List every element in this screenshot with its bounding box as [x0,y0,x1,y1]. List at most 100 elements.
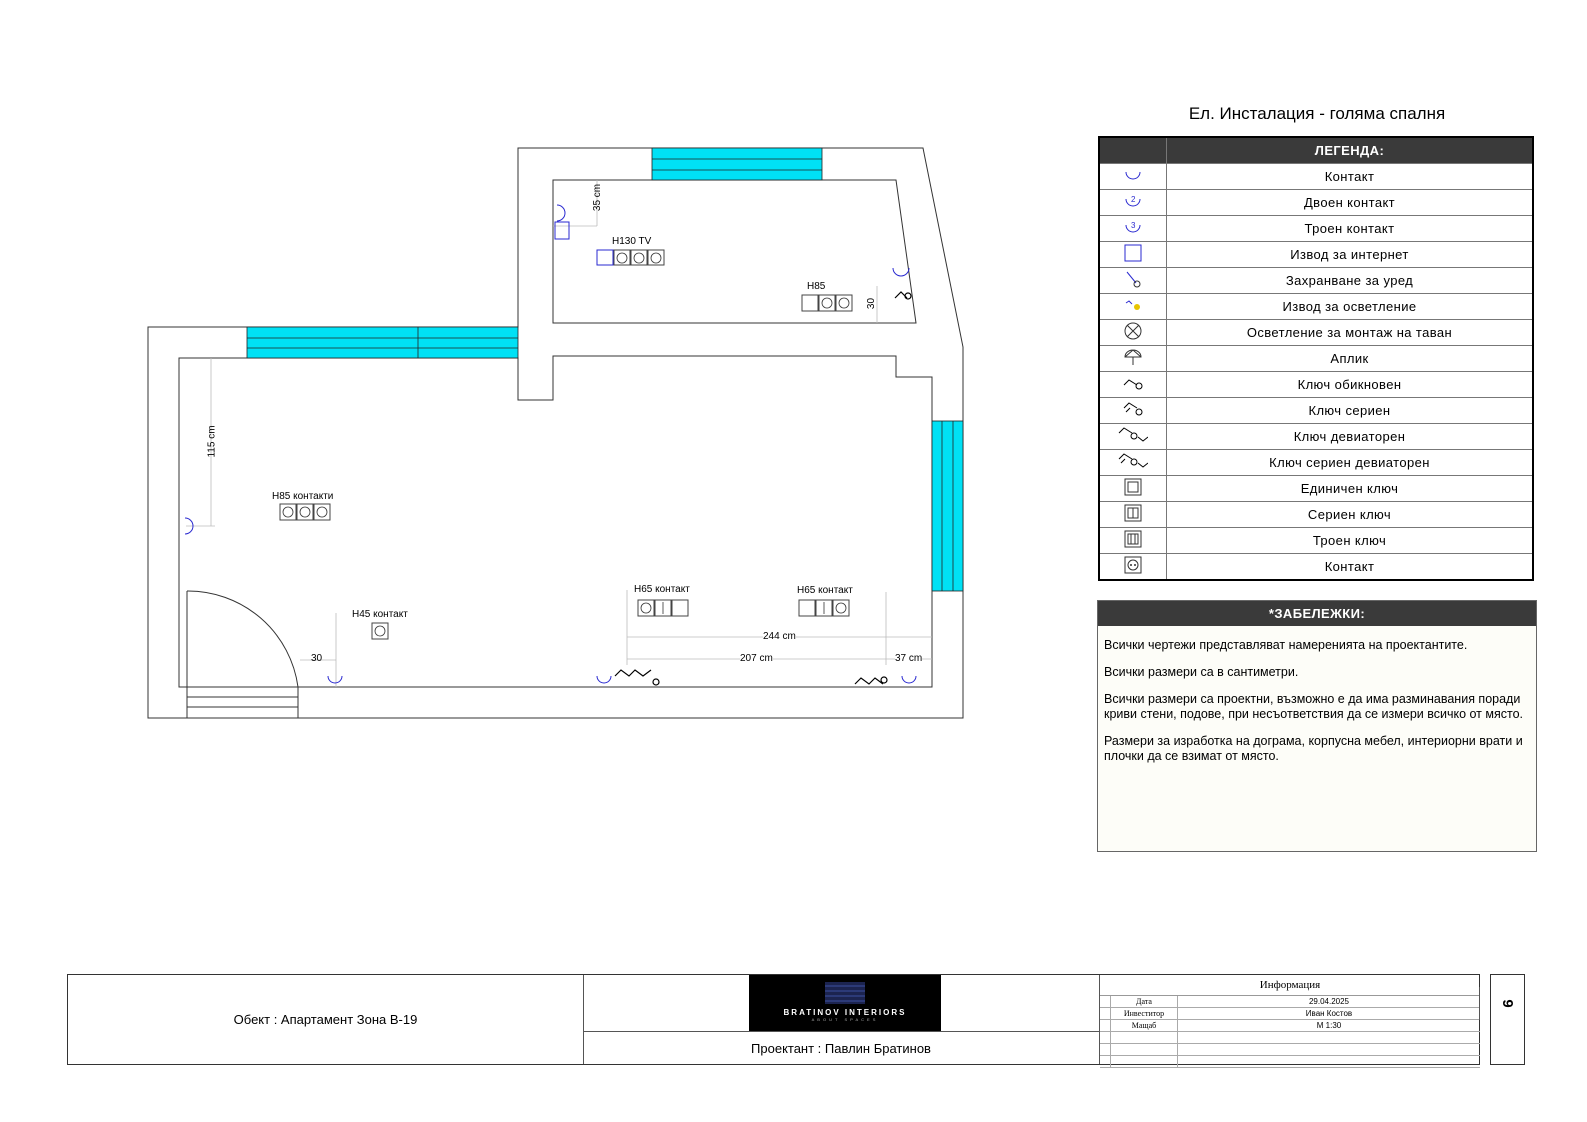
triple-switch-icon [1098,527,1167,554]
info-empty [1111,1044,1178,1055]
info-empty [1111,1056,1178,1067]
legend-row: Контакт [1098,553,1534,581]
legend-row: Извод за осветление [1098,293,1534,320]
window-left [246,326,519,359]
label-h65-right: H65 контакт [797,585,853,596]
note: Всички размери са проектни, възможно е д… [1104,692,1524,721]
legend-row: Аплик [1098,345,1534,372]
two-way-switch-icon [1098,423,1167,450]
serial-switch-icon [1098,397,1167,424]
info-value: 29.04.2025 [1308,997,1350,1006]
socket-icon [901,675,917,684]
dim-115: 115 cm [206,425,218,458]
door [186,590,299,718]
legend-row: Ключ обикновен [1098,371,1534,398]
legend-row: Извод за интернет [1098,241,1534,268]
legend-row: Ключ сериен [1098,397,1534,424]
serial-two-way-switch-icon [854,677,884,685]
legend-row: Контакт [1098,163,1534,190]
serial-two-way-switch-icon [1098,449,1167,476]
svg-text:2: 2 [1131,195,1136,204]
legend-row: Захранване за уред [1098,267,1534,294]
svg-text:3: 3 [1131,221,1136,230]
info-empty [1178,1056,1480,1067]
double-switch-icon [1098,501,1167,528]
note: Всички размери са в сантиметри. [1104,665,1299,679]
legend-row: Сериен ключ [1098,501,1534,528]
notes-panel: *ЗАБЕЛЕЖКИ: Всички чертежи представляват… [1097,600,1537,852]
legend-row: Единичен ключ [1098,475,1534,502]
info-row: Мащаб М 1:30 [1100,1020,1480,1032]
legend-label: Аплик [1166,345,1534,372]
legend-label: Ключ девиаторен [1166,423,1534,450]
page-number-box: 9 [1479,974,1536,1065]
info-label: Инвеститор [1111,1008,1178,1019]
dim-35: 35 cm [592,183,604,212]
legend-label: Ключ сериен девиаторен [1166,449,1534,476]
legend-label: Сериен ключ [1166,501,1534,528]
serial-two-way-switch-icon [614,669,652,677]
window-right [931,420,964,592]
legend-row: Троен ключ [1098,527,1534,554]
single-switch-icon [1098,475,1167,502]
dim-37: 37 cm [895,653,923,664]
info-label: Мащаб [1111,1020,1178,1031]
window-top [651,147,823,181]
legend-label: Контакт [1166,553,1534,581]
info-row: Инвеститор Иван Костов [1100,1008,1480,1020]
double-socket-icon [892,267,910,277]
notes-header: *ЗАБЕЛЕЖКИ: [1098,601,1536,626]
legend-label: Осветление за монтаж на таван [1166,319,1534,346]
legend-label: Захранване за уред [1166,267,1534,294]
dim-244: 244 cm [763,631,796,642]
wall-light-icon [1098,345,1167,372]
info-row [1100,1044,1480,1056]
legend-label: Извод за интернет [1166,241,1534,268]
inner-wall-upper [552,179,917,324]
socket-icon [327,675,343,684]
info-label: Дата [1111,996,1178,1007]
inner-wall-main [178,355,933,688]
info-row [1100,1056,1480,1068]
logo-name: BRATINOV INTERIORS [783,1008,907,1017]
page-number: 9 [1479,987,1536,1020]
appliance-power-icon [1098,267,1167,294]
info-row [1100,1032,1480,1044]
socket-icon [1098,163,1167,190]
socket-box-icon [1098,553,1167,581]
dim-30-left: 30 [311,653,323,664]
legend-row: Осветление за монтаж на таван [1098,319,1534,346]
dim-207: 207 cm [740,653,773,664]
triple-socket-icon [556,204,566,222]
label-h45: H45 контакт [352,609,408,620]
logo-tagline: ABOUT SPACES [811,1017,879,1022]
legend-label: Извод за осветление [1166,293,1534,320]
legend-row: Ключ сериен девиаторен [1098,449,1534,476]
legend-row: Ключ девиаторен [1098,423,1534,450]
switches [614,291,912,686]
lighting-outlet-icon [1098,293,1167,320]
info-value: М 1:30 [1316,1021,1342,1030]
company-logo: BRATINOV INTERIORS ABOUT SPACES [749,975,941,1031]
info-row: Дата 29.04.2025 [1100,996,1480,1008]
triple-socket-icon: 3 [1098,215,1167,242]
double-socket-icon: 2 [1098,189,1167,216]
legend-header: ЛЕГЕНДА: [1166,136,1534,164]
label-h85-kontakti: H85 контакти [272,491,334,502]
legend-label: Ключ обикновен [1166,371,1534,398]
legend-label: Ключ сериен [1166,397,1534,424]
note: Размери за изработка на дограма, корпусн… [1104,734,1523,763]
legend-label: Троен ключ [1166,527,1534,554]
info-value: Иван Костов [1305,1009,1353,1018]
info-empty [1178,1032,1480,1043]
label-h85-top: H85 [807,281,826,292]
symbols [184,204,917,684]
legend-label: Контакт [1166,163,1534,190]
outer-wall [147,147,964,719]
